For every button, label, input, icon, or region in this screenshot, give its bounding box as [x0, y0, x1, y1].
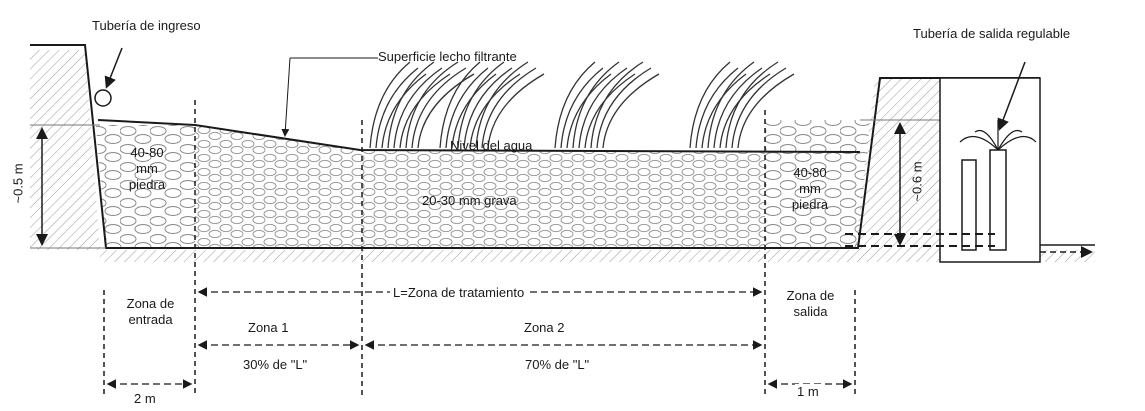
- inlet-zone-line-2: entrada: [128, 312, 173, 327]
- inlet-zone-label: Zona de entrada: [108, 296, 193, 328]
- zone-dividers: [103, 100, 856, 395]
- treatment-zone-label: L=Zona de tratamiento: [390, 285, 528, 301]
- filter-surface-label: Superficie lecho filtrante: [378, 49, 517, 64]
- horizontal-dimensions: [106, 287, 853, 389]
- outlet-chamber: [939, 77, 1095, 263]
- outlet-stone-label: 40-80 mm piedra: [775, 165, 845, 213]
- fountain-icon: [959, 120, 1037, 151]
- depth-right-label: ~0.6 m: [909, 161, 925, 202]
- reed-stem: [417, 73, 475, 149]
- reed-stem: [578, 67, 628, 149]
- water-level-label: Nivel del agua: [450, 138, 533, 153]
- reed-stem: [369, 61, 411, 149]
- inlet-width-label: 2 m: [134, 391, 156, 406]
- reed-stem: [560, 67, 604, 149]
- outlet-pipe: [845, 233, 995, 247]
- inlet-stone-line-1: 40-80: [130, 145, 164, 160]
- reed-stem: [584, 73, 636, 149]
- reed-stem: [707, 61, 755, 149]
- filter-surface-line: [97, 119, 861, 153]
- outlet-width-label: 1 m: [795, 384, 821, 400]
- reed-stem: [399, 73, 451, 149]
- reed-stem: [596, 67, 652, 149]
- gravel-label: 20-30 mm grava: [422, 193, 517, 208]
- zone2-percent-label: 70% de "L": [525, 357, 590, 372]
- reed-stem: [451, 73, 497, 149]
- reed-stem: [387, 61, 435, 149]
- inlet-pipe-icon: [94, 89, 112, 107]
- reed-stem: [457, 61, 505, 149]
- reed-stem: [713, 67, 763, 149]
- reed-stem: [731, 67, 787, 149]
- reed-stem: [393, 67, 443, 149]
- zone1-percent-label: 30% de "L": [243, 357, 308, 372]
- reed-stem: [572, 61, 620, 149]
- basin-outline: [30, 44, 1040, 249]
- reed-stem: [463, 67, 513, 149]
- reed-stem: [737, 73, 795, 149]
- filter-surface-pointer-b: [281, 57, 291, 137]
- reed-stem: [554, 61, 596, 149]
- reed-stem: [411, 67, 467, 149]
- outlet-stone-line-1: 40-80: [793, 165, 827, 180]
- depth-left-label: ~0.5 m: [10, 163, 26, 204]
- outlet-pipe-label: Tubería de salida regulable: [913, 26, 1071, 41]
- reed-stem: [445, 67, 489, 149]
- inlet-pipe-label: Tubería de ingreso: [92, 18, 201, 33]
- reed-stem: [566, 73, 612, 149]
- reed-stem: [381, 73, 427, 149]
- inlet-stone-label: 40-80 mm piedra: [112, 145, 182, 193]
- reed-plants: [369, 61, 795, 149]
- reed-stem: [405, 61, 459, 149]
- reed-stem: [487, 73, 545, 149]
- zone2-label: Zona 2: [524, 320, 565, 335]
- outlet-pipe-pointer: [997, 61, 1026, 131]
- outlet-zone-line-2: salida: [793, 304, 828, 319]
- reed-stem: [481, 67, 537, 149]
- reed-stem: [725, 61, 779, 149]
- reed-stem: [719, 73, 771, 149]
- outlet-stone-line-2: mm: [799, 181, 821, 196]
- inlet-stone-line-3: piedra: [128, 177, 166, 192]
- inlet-zone-line-1: Zona de: [126, 296, 175, 311]
- reed-stem: [375, 67, 419, 149]
- gravel-bed: [195, 125, 765, 248]
- zone1-label: Zona 1: [248, 320, 289, 335]
- reed-stem: [689, 61, 731, 149]
- reed-stem: [469, 73, 521, 149]
- outlet-stone-line-3: piedra: [791, 197, 829, 212]
- reference-lines: [30, 119, 940, 249]
- reed-stem: [475, 61, 529, 149]
- reed-stem: [590, 61, 644, 149]
- inlet-pipe-pointer: [104, 47, 123, 89]
- outlet-zone-label: Zona de salida: [768, 288, 853, 320]
- reed-stem: [695, 67, 739, 149]
- reed-stem: [701, 73, 747, 149]
- reed-stem: [439, 61, 481, 149]
- inlet-stone-line-2: mm: [136, 161, 158, 176]
- outlet-zone-line-1: Zona de: [786, 288, 835, 303]
- reed-stem: [602, 73, 660, 149]
